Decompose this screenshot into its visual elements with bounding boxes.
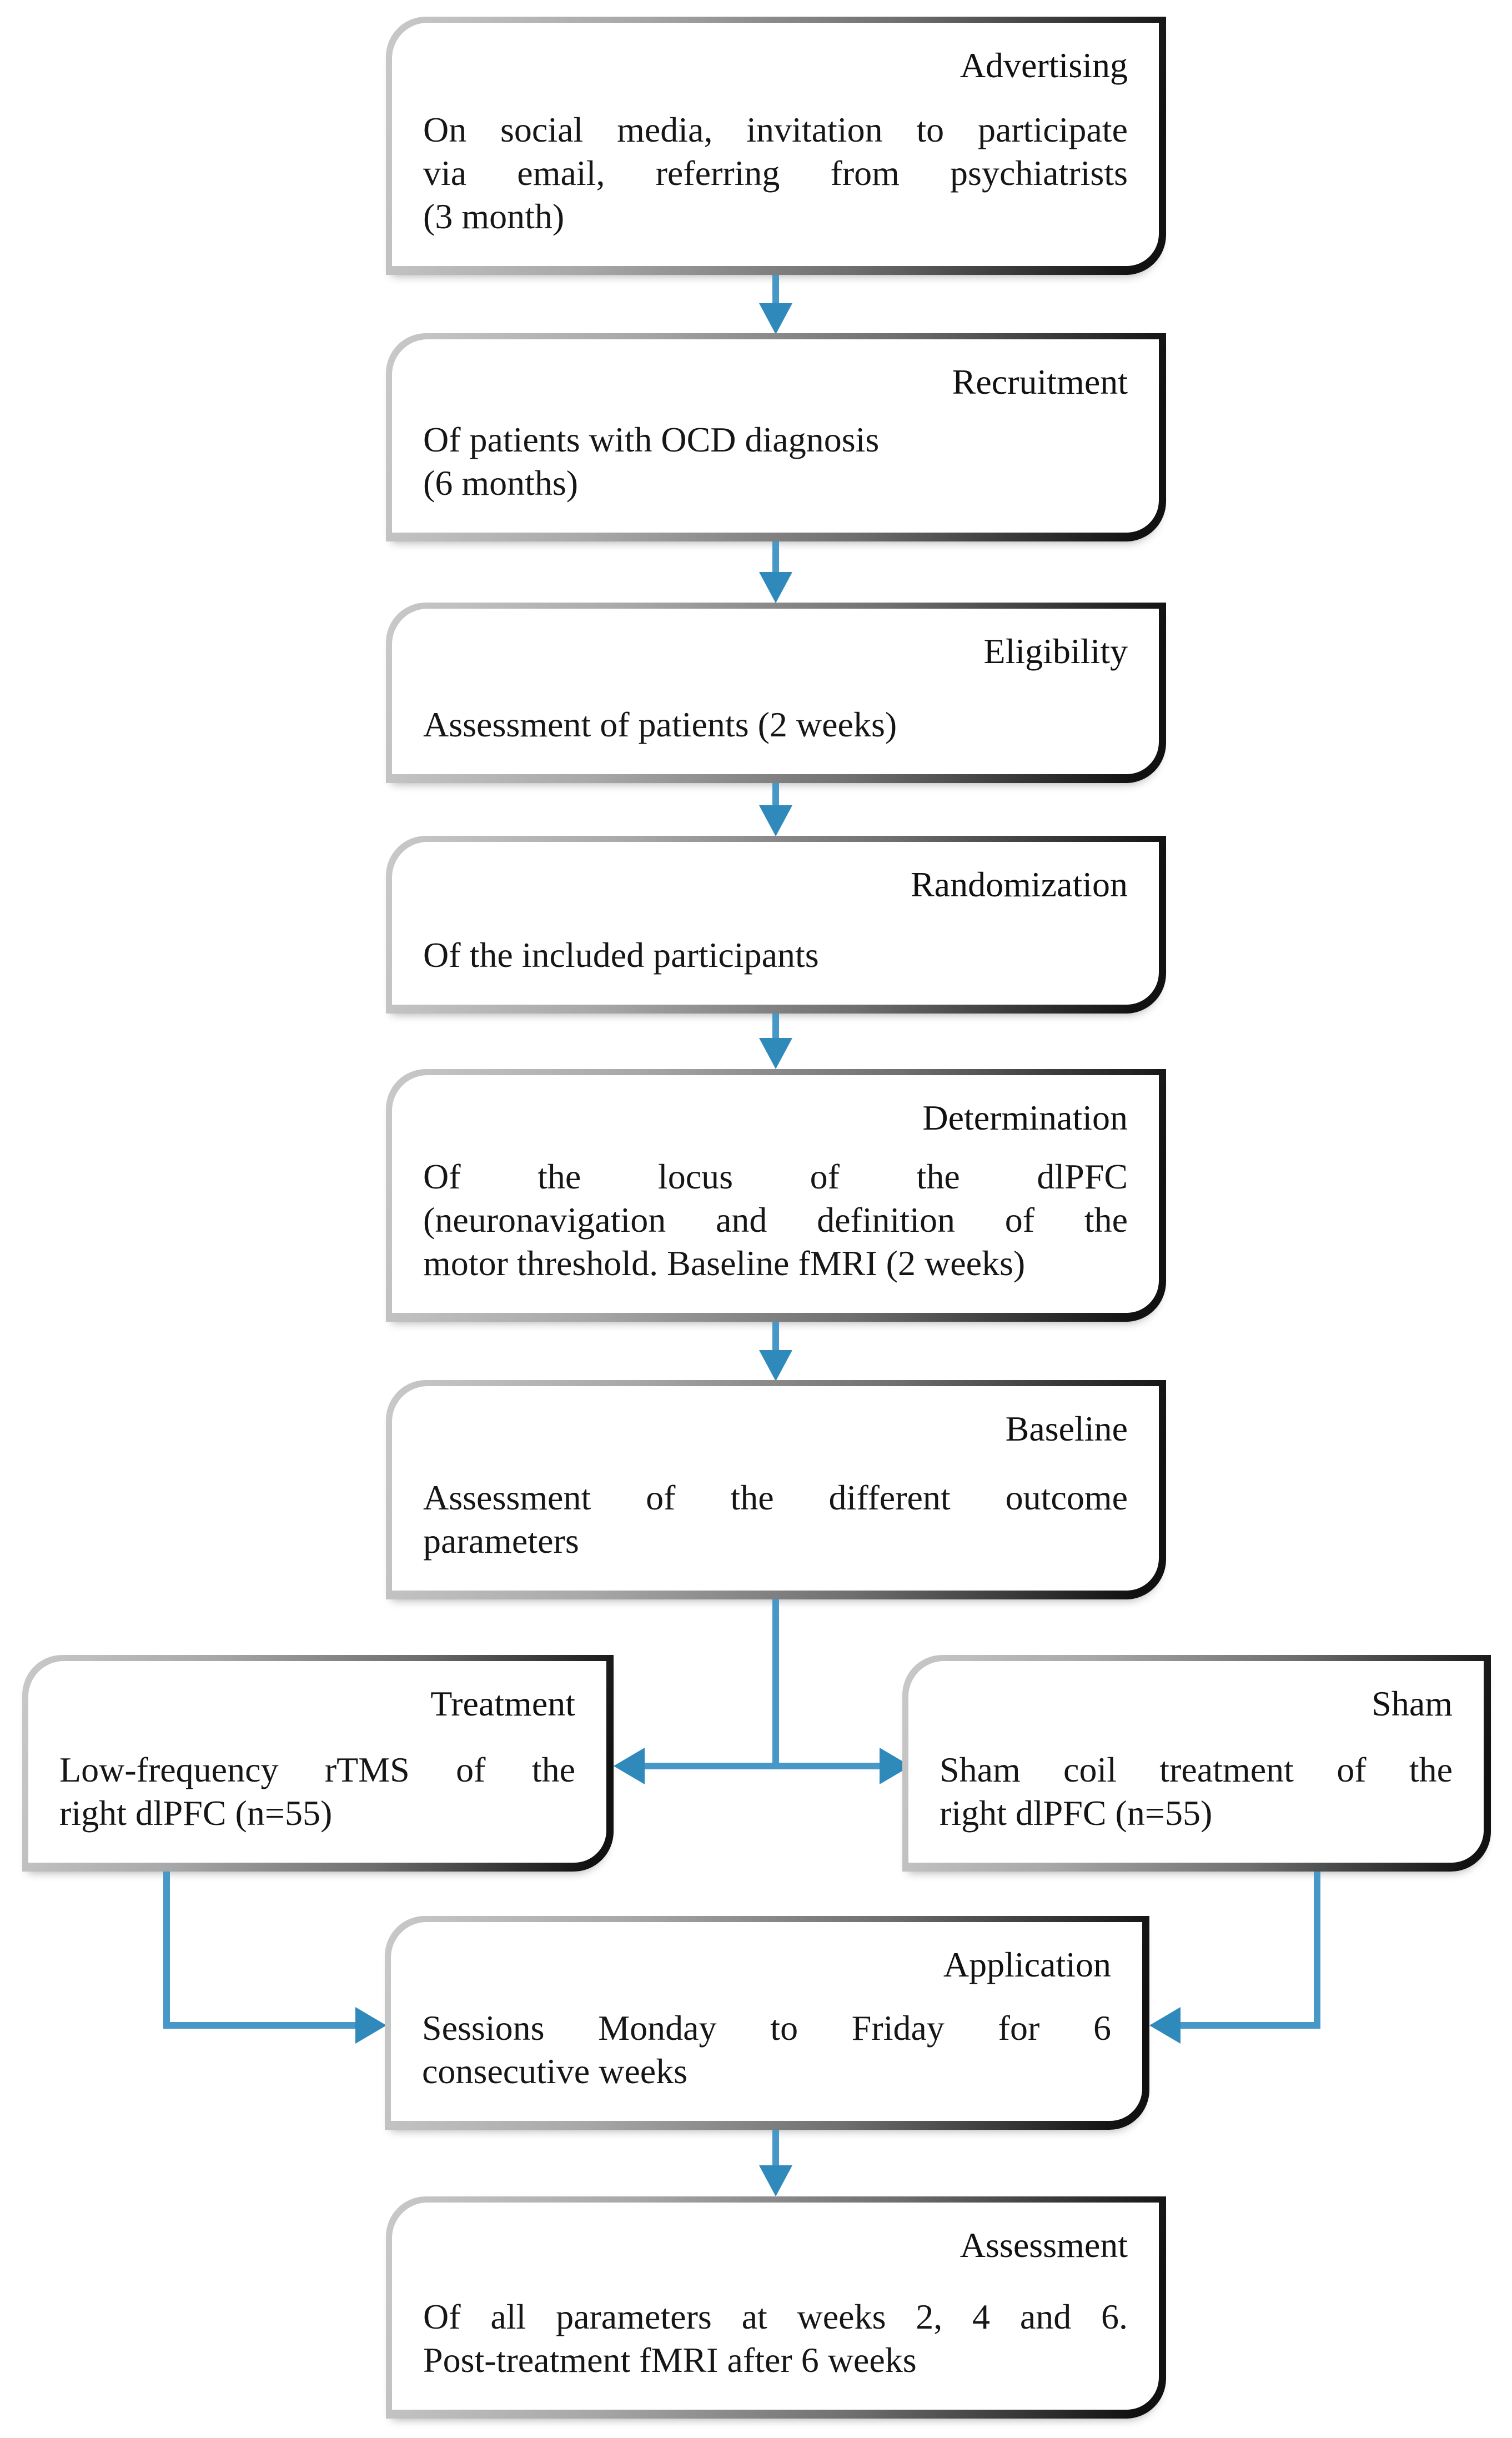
box-body: Low-frequency rTMS of the right dlPFC (n… [59, 1748, 575, 1835]
arrowhead-left-icon [1149, 2007, 1181, 2044]
box-body: Sham coil treatment of the right dlPFC (… [940, 1748, 1453, 1835]
box-title: Baseline [1005, 1409, 1128, 1448]
flow-box-application: Application Sessions Monday to Friday fo… [385, 1916, 1149, 2130]
box-title: Sham [1372, 1684, 1453, 1723]
box-body: Of the included participants [423, 934, 1128, 977]
flow-box-randomization: Randomization Of the included participan… [386, 836, 1166, 1014]
body-line: Assessment of patients (2 weeks) [423, 704, 897, 744]
body-line: (neuronavigation and definition of the [423, 1200, 1128, 1240]
flow-box-advertising: Advertising On social media, invitation … [386, 17, 1166, 275]
arrow-baseline-branch-stem [772, 1599, 779, 1769]
body-line: Assessment of the different outcome [423, 1477, 1128, 1517]
arrowhead-down-icon [759, 1038, 792, 1069]
flow-box-determination-inner: Determination Of the locus of the dlPFC … [392, 1075, 1159, 1313]
arrow-treatment-to-application-vertical [163, 1872, 170, 2029]
arrow-randomization-to-determination [772, 1014, 779, 1039]
body-line: On social media, invitation to participa… [423, 109, 1128, 149]
body-line: via email, referring from psychiatrists [423, 153, 1128, 193]
box-title: Determination [922, 1098, 1128, 1137]
arrowhead-down-icon [759, 303, 792, 334]
arrowhead-down-icon [759, 572, 792, 603]
body-line: consecutive weeks [422, 2051, 688, 2091]
box-body: Of all parameters at weeks 2, 4 and 6. P… [423, 2295, 1128, 2382]
arrow-recruitment-to-eligibility [772, 541, 779, 573]
flow-box-treatment-inner: Treatment Low-frequency rTMS of the righ… [28, 1661, 606, 1863]
body-line: right dlPFC (n=55) [940, 1793, 1213, 1833]
flow-box-sham-inner: Sham Sham coil treatment of the right dl… [908, 1661, 1484, 1863]
flow-box-baseline: Baseline Assessment of the different out… [386, 1380, 1166, 1599]
box-body: Of patients with OCD diagnosis (6 months… [423, 418, 1128, 505]
flow-box-baseline-inner: Baseline Assessment of the different out… [392, 1386, 1159, 1591]
flow-box-advertising-inner: Advertising On social media, invitation … [392, 23, 1159, 266]
arrow-application-to-assessment [772, 2130, 779, 2166]
box-body: On social media, invitation to participa… [423, 108, 1128, 238]
arrowhead-right-icon [355, 2007, 386, 2044]
flow-box-recruitment-inner: Recruitment Of patients with OCD diagnos… [392, 339, 1159, 533]
body-line: Low-frequency rTMS of the [59, 1749, 575, 1789]
body-line: Of all parameters at weeks 2, 4 and 6. [423, 2296, 1128, 2336]
box-body: Assessment of patients (2 weeks) [423, 703, 1128, 746]
box-body: Sessions Monday to Friday for 6 consecut… [422, 2006, 1111, 2093]
body-line: Of the included participants [423, 935, 819, 975]
body-line: right dlPFC (n=55) [59, 1793, 333, 1833]
body-line: motor threshold. Baseline fMRI (2 weeks) [423, 1243, 1026, 1283]
flow-box-eligibility: Eligibility Assessment of patients (2 we… [386, 603, 1166, 783]
arrow-sham-to-application-horizontal [1180, 2022, 1320, 2029]
body-line: parameters [423, 1521, 579, 1561]
body-line: Sham coil treatment of the [940, 1749, 1453, 1789]
flow-box-assessment: Assessment Of all parameters at weeks 2,… [386, 2196, 1166, 2419]
arrow-sham-to-application-vertical [1314, 1872, 1320, 2029]
body-line: Post-treatment fMRI after 6 weeks [423, 2340, 917, 2380]
box-title: Application [943, 1945, 1111, 1984]
box-body: Of the locus of the dlPFC (neuronavigati… [423, 1155, 1128, 1285]
arrow-treatment-to-application-horizontal [163, 2022, 358, 2029]
box-title: Treatment [430, 1684, 575, 1723]
arrow-branch-horizontal [639, 1763, 886, 1769]
flow-box-eligibility-inner: Eligibility Assessment of patients (2 we… [392, 609, 1159, 774]
box-title: Randomization [910, 865, 1128, 904]
flow-box-recruitment: Recruitment Of patients with OCD diagnos… [386, 333, 1166, 541]
box-body: Assessment of the different outcome para… [423, 1476, 1128, 1563]
flow-box-randomization-inner: Randomization Of the included participan… [392, 842, 1159, 1005]
arrowhead-down-icon [759, 1350, 792, 1381]
body-line: Sessions Monday to Friday for 6 [422, 2008, 1111, 2048]
body-line: Of the locus of the dlPFC [423, 1156, 1128, 1196]
arrow-eligibility-to-randomization [772, 783, 779, 806]
arrowhead-down-icon [759, 805, 792, 836]
body-line: Of patients with OCD diagnosis [423, 419, 880, 459]
body-line: (6 months) [423, 463, 579, 503]
flow-box-determination: Determination Of the locus of the dlPFC … [386, 1069, 1166, 1322]
arrow-determination-to-baseline [772, 1322, 779, 1351]
flow-box-treatment: Treatment Low-frequency rTMS of the righ… [22, 1655, 614, 1872]
box-title: Eligibility [983, 631, 1128, 671]
box-title: Recruitment [952, 362, 1128, 402]
arrowhead-down-icon [759, 2165, 792, 2196]
flow-box-sham: Sham Sham coil treatment of the right dl… [902, 1655, 1491, 1872]
flow-box-application-inner: Application Sessions Monday to Friday fo… [391, 1922, 1142, 2121]
arrowhead-left-icon [614, 1748, 645, 1784]
flow-box-assessment-inner: Assessment Of all parameters at weeks 2,… [392, 2203, 1159, 2410]
box-title: Advertising [960, 46, 1128, 85]
box-title: Assessment [960, 2225, 1128, 2265]
arrow-advertising-to-recruitment [772, 275, 779, 304]
body-line: (3 month) [423, 196, 565, 236]
